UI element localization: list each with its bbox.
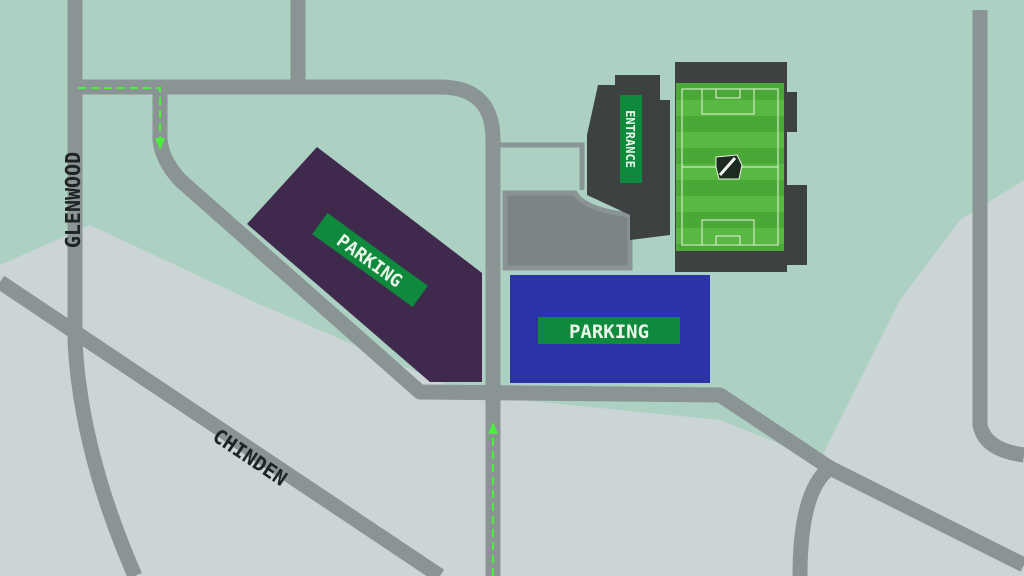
boise-logo	[715, 154, 743, 180]
arrow-down-icon	[155, 138, 165, 150]
glenwood-road	[67, 0, 142, 576]
route-north	[78, 87, 161, 140]
arrow-up-icon	[488, 422, 498, 434]
southeast-road	[792, 461, 835, 576]
service-road	[500, 142, 585, 190]
stadium[interactable]: ENTRANCE	[587, 62, 807, 272]
route-arrows	[78, 87, 498, 576]
parking-label-east-bg	[538, 317, 680, 344]
parking-east-text: PARKING	[569, 321, 649, 343]
entrance-label-bg	[620, 95, 642, 183]
glenwood-label: GLENWOOD	[61, 152, 85, 248]
east-road	[972, 10, 1024, 463]
chinden-road	[0, 275, 445, 576]
stadium-access-road	[75, 79, 501, 576]
service-lot	[502, 190, 633, 271]
entrance-text: ENTRANCE	[623, 110, 637, 168]
